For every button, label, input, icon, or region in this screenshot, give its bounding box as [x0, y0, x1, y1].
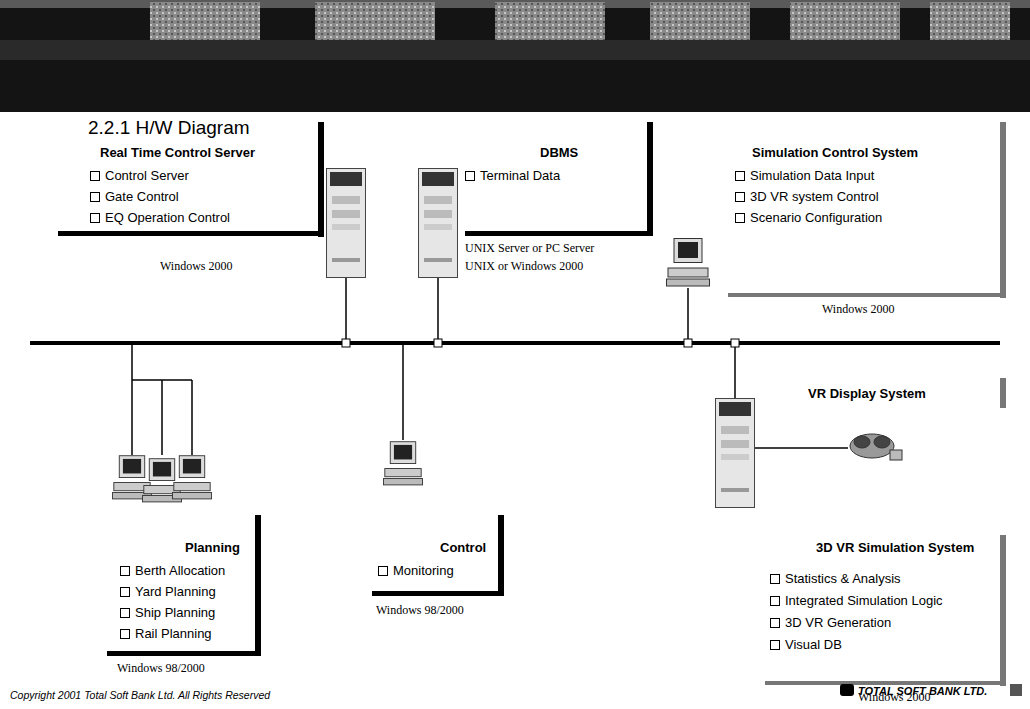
list-item: Control Server — [105, 168, 189, 184]
panel-heading: DBMS — [540, 145, 578, 161]
panel-heading: Control — [440, 540, 486, 556]
list-item: Statistics & Analysis — [785, 571, 901, 587]
list-item: Berth Allocation — [135, 563, 225, 579]
checkbox-mark — [770, 574, 780, 584]
os-note: Windows 98/2000 — [376, 602, 464, 618]
checkbox-mark — [120, 587, 130, 597]
checkbox-mark — [120, 566, 130, 576]
list-item: Integrated Simulation Logic — [785, 593, 943, 609]
os-note: Windows 2000 — [822, 301, 895, 317]
list-item: Rail Planning — [135, 626, 212, 642]
os-note: Windows 2000 — [160, 258, 233, 274]
list-item: 3D VR Generation — [785, 615, 891, 631]
checkbox-mark — [120, 608, 130, 618]
checkbox-mark — [90, 192, 100, 202]
checkbox-mark — [120, 629, 130, 639]
company-logo-text: TOTAL SOFT BANK LTD. — [858, 685, 987, 697]
list-item: Yard Planning — [135, 584, 216, 600]
list-item: 3D VR system Control — [750, 189, 879, 205]
list-item: Visual DB — [785, 637, 842, 653]
panel-heading: Planning — [185, 540, 240, 556]
panel-heading: Real Time Control Server — [100, 145, 255, 161]
checkbox-mark — [735, 171, 745, 181]
checkbox-mark — [90, 171, 100, 181]
list-item: Ship Planning — [135, 605, 215, 621]
panel-heading: VR Display System — [808, 386, 926, 402]
list-item: EQ Operation Control — [105, 210, 230, 226]
diagram-title: 2.2.1 H/W Diagram — [88, 117, 250, 139]
list-item: Scenario Configuration — [750, 210, 882, 226]
checkbox-mark — [465, 171, 475, 181]
checkbox-mark — [770, 618, 780, 628]
copyright-note: Copyright 2001 Total Soft Bank Ltd. All … — [10, 689, 270, 701]
os-note: Windows 98/2000 — [117, 660, 205, 676]
list-item: Gate Control — [105, 189, 179, 205]
checkbox-mark — [378, 566, 388, 576]
list-item: Terminal Data — [480, 168, 560, 184]
list-item: Monitoring — [393, 563, 454, 579]
checkbox-mark — [90, 213, 100, 223]
panel-heading: Simulation Control System — [752, 145, 918, 161]
checkbox-mark — [735, 192, 745, 202]
checkbox-mark — [770, 640, 780, 650]
os-note: UNIX Server or PC Server UNIX or Windows… — [465, 239, 615, 275]
checkbox-mark — [770, 596, 780, 606]
panel-heading: 3D VR Simulation System — [816, 540, 974, 556]
list-item: Simulation Data Input — [750, 168, 874, 184]
checkbox-mark — [735, 213, 745, 223]
